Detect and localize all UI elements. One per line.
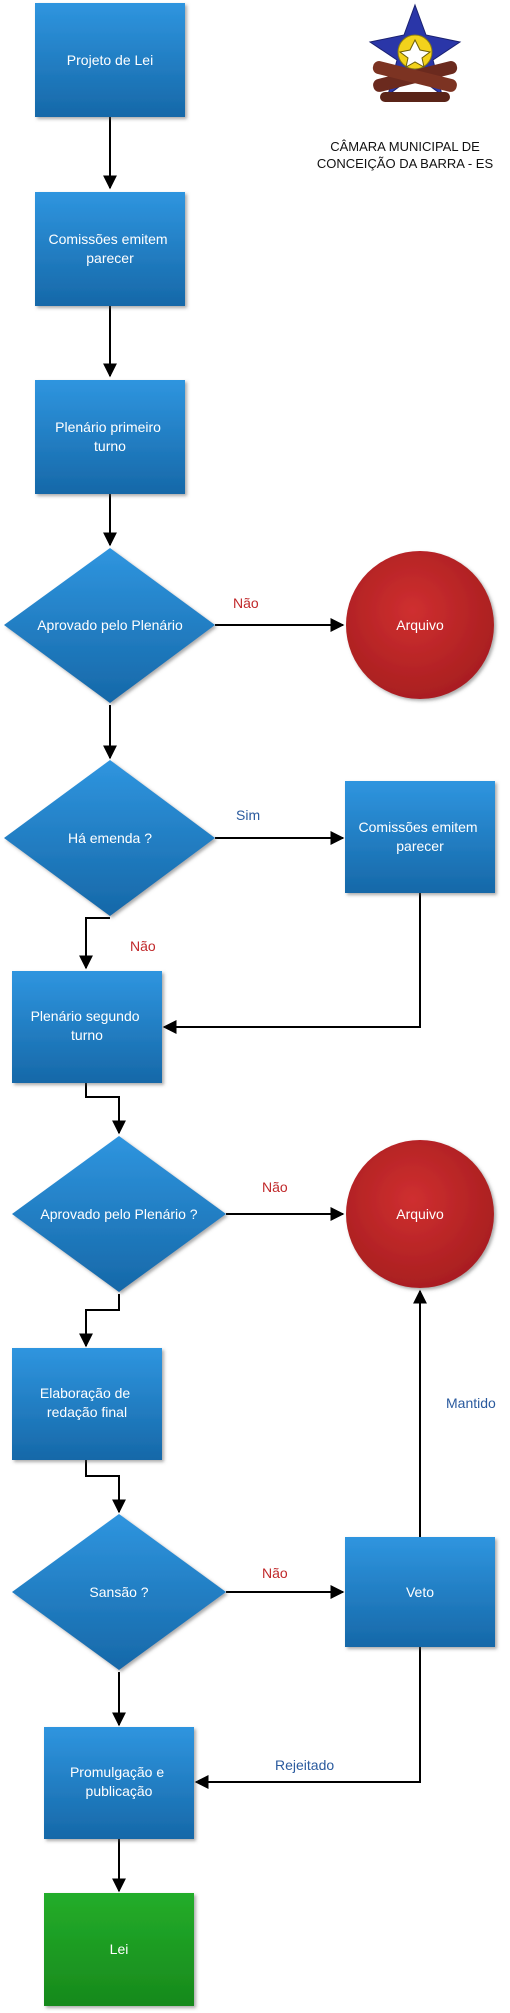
svg-text:Há emenda ?: Há emenda ?: [68, 830, 152, 846]
node-plenario-2: Plenário segundo turno: [12, 971, 162, 1083]
org-title-line2: CONCEIÇÃO DA BARRA - ES: [316, 156, 494, 171]
label-mantido: Mantido: [446, 1395, 496, 1411]
edge-emenda-plenario2: [79, 917, 110, 970]
edge-aprovado2-redacao: [79, 1294, 120, 1348]
node-promulgacao-line1: Promulgação e: [70, 1764, 164, 1780]
node-plenario-1-line2: turno: [94, 438, 126, 454]
label-nao-2: Não: [130, 938, 156, 954]
camara-logo: [368, 3, 462, 102]
edges: [79, 117, 427, 1893]
label-nao-1: Não: [233, 595, 259, 611]
label-sim: Sim: [236, 807, 260, 823]
svg-text:Aprovado pelo Plenário: Aprovado pelo Plenário: [37, 617, 183, 633]
node-aprovado-2-label: Aprovado pelo Plenário ?: [40, 1206, 197, 1222]
label-nao-3: Não: [262, 1179, 288, 1195]
edge-veto-promulgacao: [194, 1647, 421, 1789]
svg-text:Arquivo: Arquivo: [396, 617, 444, 633]
node-comissoes-2-line2: parecer: [396, 838, 444, 854]
svg-text:Comissões emitem parecer: Comissões emitem parecer: [49, 231, 172, 266]
svg-text:Plenário primeiro turno: Plenário primeiro turno: [55, 419, 165, 454]
node-lei: Lei: [44, 1893, 194, 2006]
svg-text:Promulgação e publicação: Promulgação e publicação: [70, 1764, 168, 1799]
edge-redacao-sansao: [85, 1460, 126, 1514]
node-arquivo-1-label: Arquivo: [396, 617, 444, 633]
node-plenario-2-line2: turno: [71, 1027, 103, 1043]
edge-comissoes2-plenario2: [162, 893, 421, 1034]
edge-labels: Não Sim Não Não Mantido Não Rejeitado: [130, 595, 496, 1773]
node-redacao-final-line1: Elaboração de: [40, 1385, 131, 1401]
node-comissoes-2-line1: Comissões emitem: [359, 819, 478, 835]
header: CÂMARA MUNICIPAL DE CONCEIÇÃO DA BARRA -…: [300, 0, 510, 180]
svg-text:Lei: Lei: [110, 1941, 129, 1957]
org-title: CÂMARA MUNICIPAL DE CONCEIÇÃO DA BARRA -…: [300, 138, 510, 172]
svg-text:Projeto de Lei: Projeto de Lei: [67, 52, 153, 68]
node-sansao-label: Sansão ?: [89, 1584, 148, 1600]
svg-text:Plenário segundo turno: Plenário segundo turno: [31, 1008, 144, 1043]
node-redacao-final-line2: redação final: [47, 1404, 127, 1420]
svg-text:Sansão ?: Sansão ?: [89, 1584, 148, 1600]
node-aprovado-1: Aprovado pelo Plenário: [4, 548, 215, 703]
node-comissoes-2: Comissões emitem parecer: [345, 781, 495, 893]
node-arquivo-2-label: Arquivo: [396, 1206, 444, 1222]
node-promulgacao: Promulgação e publicação: [44, 1727, 194, 1839]
node-promulgacao-line2: publicação: [86, 1783, 153, 1799]
node-arquivo-1: Arquivo: [346, 551, 494, 699]
node-comissoes-1: Comissões emitem parecer: [35, 192, 185, 306]
node-veto-label: Veto: [406, 1584, 434, 1600]
node-lei-label: Lei: [110, 1941, 129, 1957]
org-title-line1: CÂMARA MUNICIPAL DE: [330, 139, 480, 154]
node-comissoes-1-line1: Comissões emitem: [49, 231, 168, 247]
svg-text:Comissões emitem parecer: Comissões emitem parecer: [359, 819, 482, 854]
node-aprovado-2: Aprovado pelo Plenário ?: [12, 1136, 226, 1292]
svg-text:Elaboração de redação fi: Elaboração de redação final: [40, 1385, 134, 1420]
node-comissoes-1-line2: parecer: [86, 250, 134, 266]
node-ha-emenda: Há emenda ?: [4, 760, 215, 916]
node-plenario-1: Plenário primeiro turno: [35, 380, 185, 494]
label-rejeitado: Rejeitado: [275, 1757, 334, 1773]
node-ha-emenda-label: Há emenda ?: [68, 830, 152, 846]
svg-text:Veto: Veto: [406, 1584, 434, 1600]
node-plenario-1-line1: Plenário primeiro: [55, 419, 161, 435]
node-arquivo-2: Arquivo: [346, 1140, 494, 1288]
node-veto: Veto: [345, 1537, 495, 1647]
node-projeto-lei: Projeto de Lei: [35, 3, 185, 117]
node-projeto-lei-label: Projeto de Lei: [67, 52, 153, 68]
node-plenario-2-line1: Plenário segundo: [31, 1008, 140, 1024]
label-nao-4: Não: [262, 1565, 288, 1581]
node-redacao-final: Elaboração de redação final: [12, 1348, 162, 1460]
svg-text:Aprovado pelo Plenário ?: Aprovado pelo Plenário ?: [40, 1206, 197, 1222]
svg-text:Arquivo: Arquivo: [396, 1206, 444, 1222]
edge-plenario2-aprovado2: [85, 1083, 126, 1135]
node-sansao: Sansão ?: [12, 1514, 226, 1670]
node-aprovado-1-label: Aprovado pelo Plenário: [37, 617, 183, 633]
